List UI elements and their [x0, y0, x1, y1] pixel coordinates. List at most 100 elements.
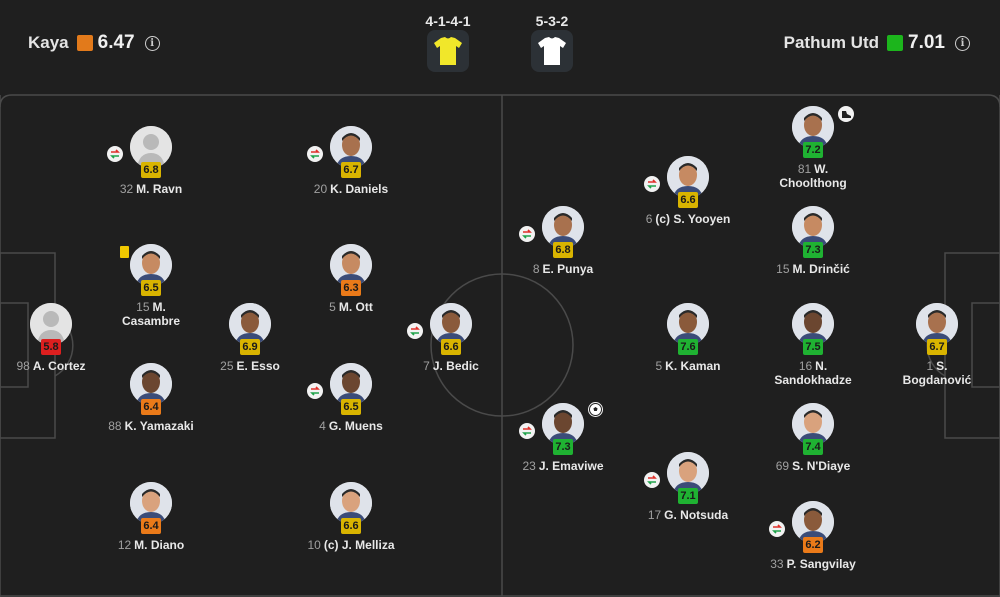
player[interactable]: 6.6 6(c) S. Yooyen [628, 156, 748, 226]
player-name-text: S. N'Diaye [792, 459, 851, 473]
away-formation: 5-3-2 [535, 13, 569, 29]
player-name-text: (c) S. Yooyen [655, 212, 731, 226]
player-photo: 6.5 [307, 363, 372, 415]
player-number: 33 [770, 557, 784, 571]
player-rating: 6.3 [341, 280, 361, 296]
player-number: 88 [108, 419, 122, 433]
player-number: 10 [307, 538, 321, 552]
player-rating: 6.7 [341, 162, 361, 178]
player-name-text: P. Sangvilay [786, 557, 856, 571]
player-photo: 7.2 [792, 106, 854, 158]
player-number: 1 [926, 359, 934, 373]
player-photo: 6.3 [330, 244, 372, 296]
player-name-text: A. Cortez [32, 359, 86, 373]
player-number: 6 [645, 212, 653, 226]
player-rating: 6.6 [341, 518, 361, 534]
player-name-text: G. Notsuda [664, 508, 729, 522]
player-rating: 7.3 [803, 242, 823, 258]
player-name-text: J. Emaviwe [538, 459, 604, 473]
player-rating: 6.5 [141, 280, 161, 296]
player-rating: 6.6 [441, 339, 461, 355]
player-rating: 6.2 [803, 537, 823, 553]
player-name-text: (c) J. Melliza [323, 538, 395, 552]
player-name-text: M. Casambre [121, 300, 181, 328]
player-photo: 7.3 [519, 402, 603, 455]
player-photo: 6.8 [107, 126, 172, 178]
player-photo: 7.1 [644, 452, 709, 504]
substitution-icon [644, 472, 660, 488]
substitution-icon [769, 521, 785, 537]
player-photo: 7.3 [792, 206, 834, 258]
away-team-rating: 7.01 [908, 32, 945, 53]
home-formation: 4-1-4-1 [425, 13, 471, 29]
substitution-icon [519, 226, 535, 242]
home-team-name[interactable]: Kaya [28, 33, 69, 52]
player-photo: 6.9 [229, 303, 271, 355]
home-shirt-icon [427, 30, 469, 72]
player-avatar [667, 452, 709, 494]
player-name-text: M. Diano [134, 538, 185, 552]
player-name-text: E. Esso [236, 359, 280, 373]
player-photo: 6.6 [644, 156, 709, 208]
player-avatar [330, 244, 372, 286]
player-avatar [330, 482, 372, 524]
substitution-icon [644, 176, 660, 192]
player-rating: 5.8 [41, 339, 61, 355]
player-rating: 6.8 [141, 162, 161, 178]
player-photo: 6.6 [407, 303, 472, 355]
player-rating: 7.2 [803, 142, 823, 158]
player-rating: 6.9 [240, 339, 260, 355]
player-name-text: K. Daniels [330, 182, 389, 196]
home-rating-badge [76, 35, 93, 51]
player-name-text: M. Ott [338, 300, 373, 314]
player-number: 23 [522, 459, 536, 473]
home-team-rating: 6.47 [97, 32, 135, 53]
player-photo: 7.6 [667, 303, 709, 355]
player-rating: 7.1 [678, 488, 698, 504]
info-icon[interactable]: i [144, 35, 160, 51]
player-name-text: K. Kaman [665, 359, 721, 373]
player-number: 98 [16, 359, 30, 373]
info-icon[interactable]: i [955, 35, 970, 51]
player-name-text: M. Drinčić [792, 262, 850, 276]
player-avatar [542, 403, 584, 445]
player-avatar [229, 303, 271, 345]
player-number: 20 [313, 182, 328, 196]
away-team-name[interactable]: Pathum Utd [783, 33, 880, 52]
player-avatar [30, 303, 72, 345]
player[interactable]: 6.6 10(c) J. Melliza [291, 482, 411, 552]
player-rating: 6.5 [341, 399, 361, 415]
player-number: 5 [655, 359, 663, 373]
substitution-icon [307, 383, 323, 399]
player-number: 5 [329, 300, 336, 314]
